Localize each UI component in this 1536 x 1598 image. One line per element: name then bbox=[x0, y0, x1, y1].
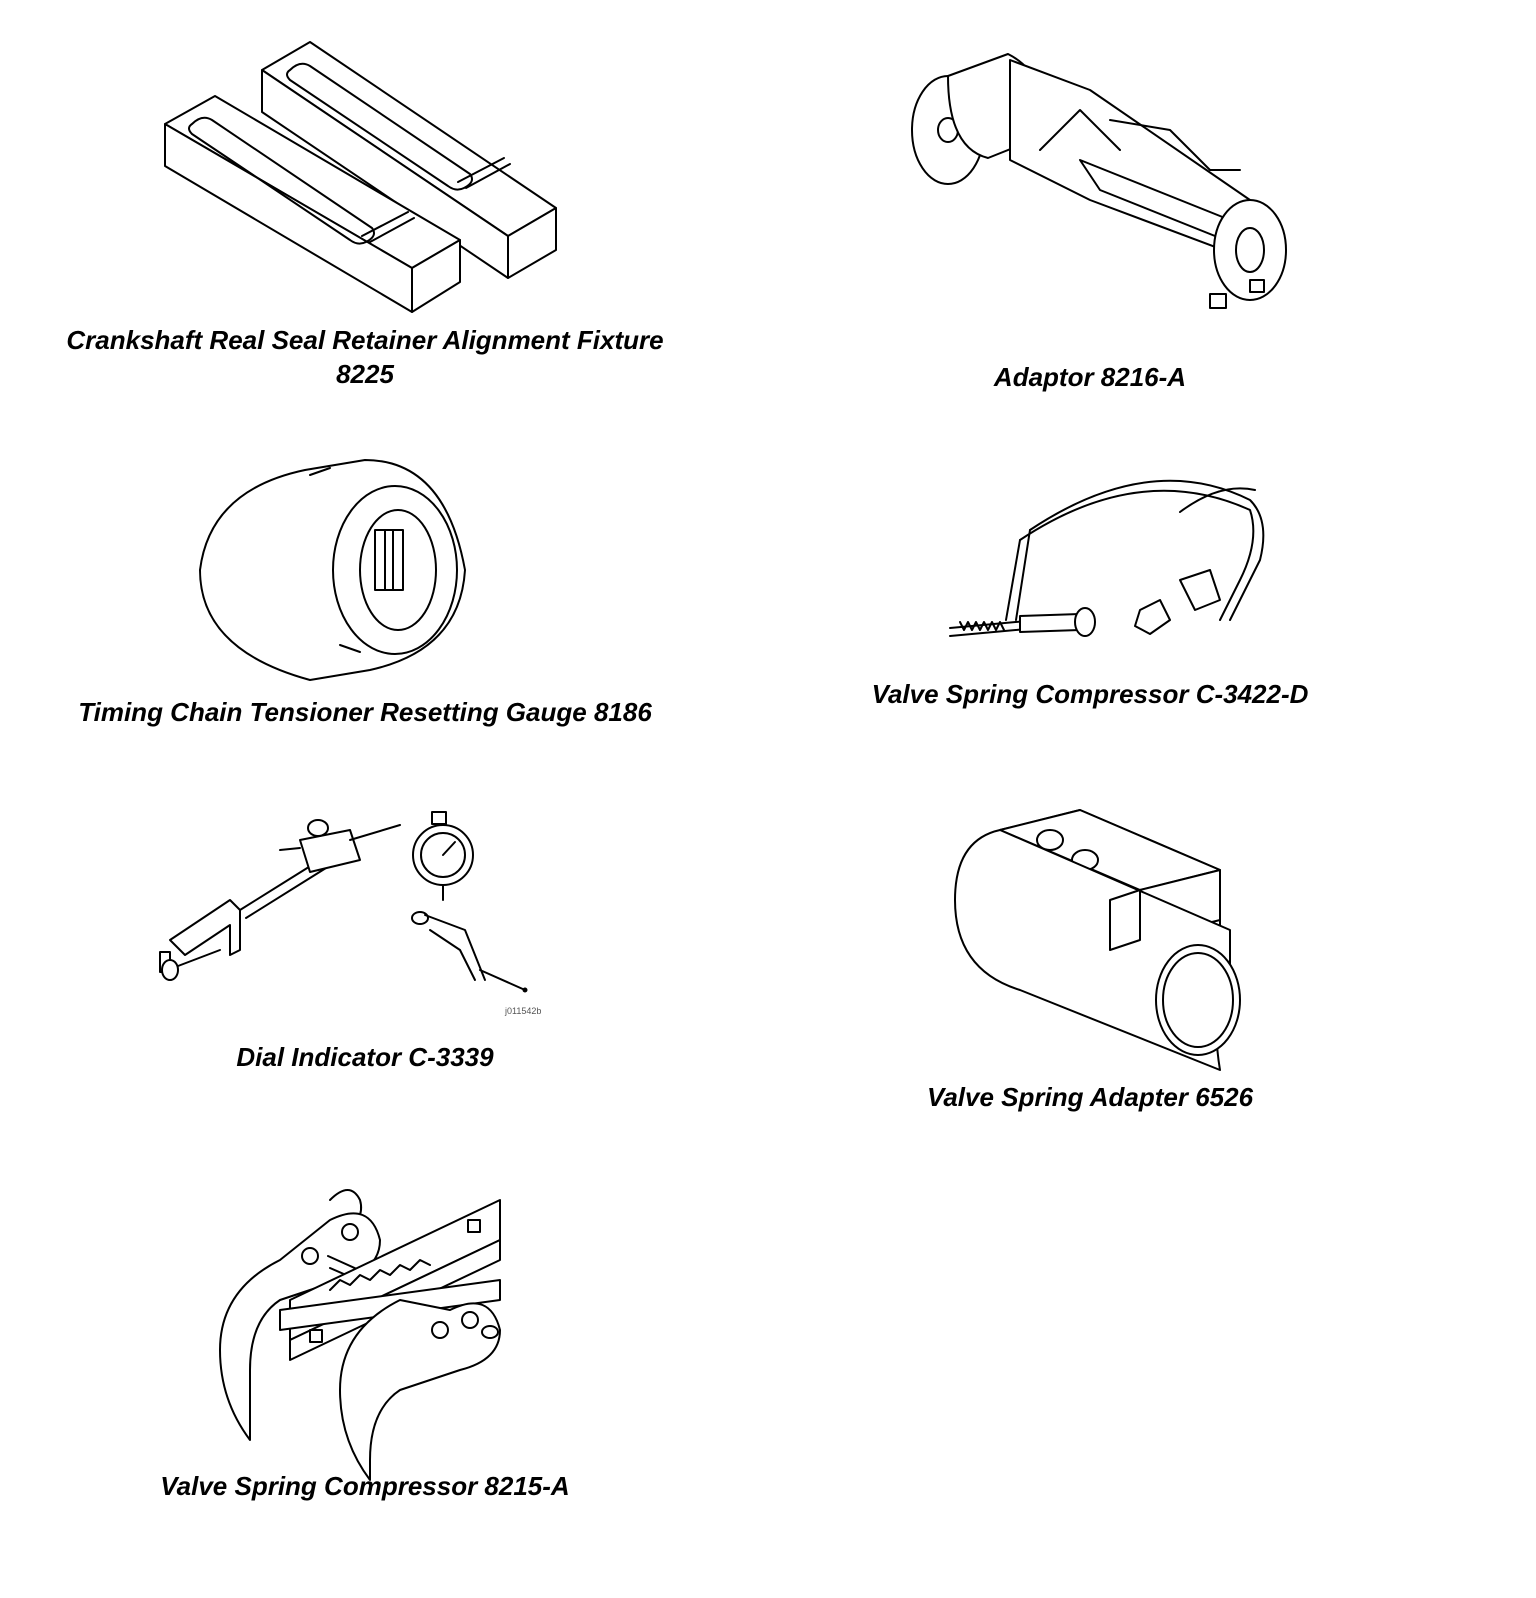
adaptor-illustration bbox=[911, 53, 1287, 309]
tool-adaptor-8216a: Adaptor 8216-A bbox=[780, 0, 1536, 400]
caption-dial-c3339: Dial Indicator C-3339 bbox=[236, 1042, 494, 1072]
caption-gauge-8186: Timing Chain Tensioner Resetting Gauge 8… bbox=[78, 697, 652, 727]
caption-fixture-8225: Crankshaft Real Seal Retainer Alignment … bbox=[0, 323, 730, 391]
tool-compressor-8215a: Valve Spring Compressor 8215-A bbox=[0, 1180, 760, 1520]
caption-fixture-8225-line1: Crankshaft Real Seal Retainer Alignment … bbox=[66, 325, 664, 355]
figure-code: j011542b bbox=[505, 1006, 542, 1016]
alignment-fixture-illustration bbox=[164, 41, 557, 313]
tool-gauge-8186: Timing Chain Tensioner Resetting Gauge 8… bbox=[0, 440, 760, 740]
caption-compressor-8215a: Valve Spring Compressor 8215-A bbox=[160, 1471, 570, 1501]
dial-indicator-illustration bbox=[159, 811, 528, 993]
valve-spring-compressor-c-illustration bbox=[949, 479, 1265, 637]
caption-adapter-6526: Valve Spring Adapter 6526 bbox=[926, 1082, 1254, 1112]
tool-compressor-c3422d: Valve Spring Compressor C-3422-D bbox=[780, 440, 1536, 740]
caption-compressor-c3422d: Valve Spring Compressor C-3422-D bbox=[871, 679, 1309, 709]
tool-fixture-8225: Crankshaft Real Seal Retainer Alignment … bbox=[0, 0, 760, 400]
caption-fixture-8225-line2: 8225 bbox=[336, 359, 394, 389]
tool-adapter-6526: Valve Spring Adapter 6526 bbox=[780, 800, 1536, 1140]
caption-adaptor-8216a: Adaptor 8216-A bbox=[993, 362, 1187, 392]
valve-spring-compressor-8215a-illustration bbox=[219, 1189, 501, 1481]
valve-spring-adapter-illustration bbox=[954, 809, 1241, 1071]
tensioner-gauge-illustration bbox=[199, 459, 466, 681]
tool-dial-c3339: j011542b Dial Indicator C-3339 bbox=[0, 800, 760, 1100]
